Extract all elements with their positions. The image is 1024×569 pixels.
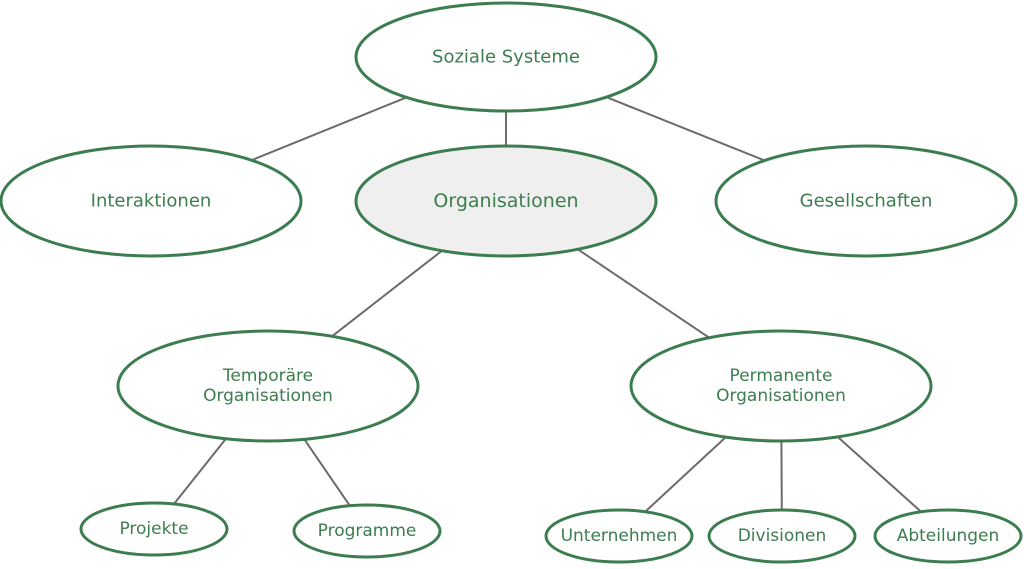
node-label-projekte: Projekte: [119, 519, 188, 539]
node-label-interaktionen: Interaktionen: [91, 191, 212, 212]
node-shape-divisionen: [707, 508, 857, 564]
node-shape-programme: [292, 503, 442, 559]
node-label-organisationen: Organisationen: [433, 190, 578, 212]
edge-temporaere-organisationen-to-programme: [303, 438, 351, 507]
node-label-permanente-organisationen-line-1: Permanente: [730, 366, 833, 386]
node-label-temporaere-organisationen-line-2: Organisationen: [203, 386, 333, 406]
node-projekte: Projekte: [79, 501, 229, 557]
edge-soziale-systeme-to-gesellschaften: [605, 96, 765, 162]
edge-organisationen-to-temporaere-organisationen: [331, 249, 443, 338]
node-label-temporaere-organisationen-line-1: Temporäre: [222, 366, 313, 386]
node-label-abteilungen: Abteilungen: [897, 526, 1000, 546]
node-label-divisionen: Divisionen: [738, 526, 827, 546]
node-abteilungen: Abteilungen: [873, 508, 1023, 564]
edge-soziale-systeme-to-interaktionen: [251, 96, 407, 162]
node-shape-organisationen: [354, 144, 658, 258]
edge-permanente-organisationen-to-abteilungen: [837, 436, 922, 513]
node-shape-projekte: [79, 501, 229, 557]
node-label-soziale-systeme: Soziale Systeme: [432, 47, 580, 68]
node-shape-abteilungen: [873, 508, 1023, 564]
node-shape-gesellschaften: [714, 144, 1018, 258]
node-shape-soziale-systeme: [354, 1, 658, 113]
node-divisionen: Divisionen: [707, 508, 857, 564]
node-shape-permanente-organisationen: [629, 329, 933, 443]
node-label-unternehmen: Unternehmen: [561, 526, 678, 546]
node-organisationen: Organisationen: [354, 144, 658, 258]
node-shape-interaktionen: [0, 144, 303, 258]
node-shape-unternehmen: [544, 508, 694, 564]
node-label-gesellschaften: Gesellschaften: [800, 191, 933, 212]
node-gesellschaften: Gesellschaften: [714, 144, 1018, 258]
node-shape-temporaere-organisationen: [116, 329, 420, 443]
node-interaktionen: Interaktionen: [0, 144, 303, 258]
edge-temporaere-organisationen-to-projekte: [173, 438, 227, 505]
node-programme: Programme: [292, 503, 442, 559]
node-label-permanente-organisationen-line-2: Organisationen: [716, 386, 846, 406]
edge-organisationen-to-permanente-organisationen: [577, 248, 710, 339]
edge-permanente-organisationen-to-unternehmen: [644, 436, 727, 513]
node-unternehmen: Unternehmen: [544, 508, 694, 564]
edges-layer: [173, 96, 922, 513]
node-soziale-systeme: Soziale Systeme: [354, 1, 658, 113]
node-label-programme: Programme: [318, 521, 417, 541]
